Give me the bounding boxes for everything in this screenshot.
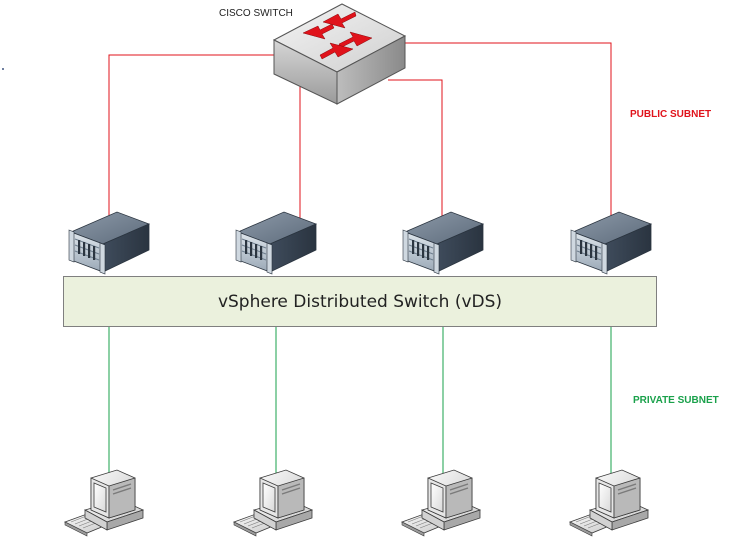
- workstation-icon-4: [569, 469, 649, 537]
- stray-dot: [2, 68, 4, 70]
- public-link-4: [405, 42, 612, 240]
- public-link-3: [388, 79, 443, 240]
- server-icon-4: [570, 211, 652, 275]
- public-subnet-links: [108, 42, 612, 240]
- server-icon-2: [235, 211, 317, 275]
- vds-box: vSphere Distributed Switch (vDS): [63, 276, 657, 327]
- switch-label: CISCO SWITCH: [219, 8, 293, 19]
- workstation-icon-1: [64, 469, 144, 537]
- private-subnet-links: [108, 327, 612, 482]
- vds-label: vSphere Distributed Switch (vDS): [217, 291, 503, 312]
- switch-icon: [272, 3, 407, 105]
- server-icon-3: [402, 211, 484, 275]
- server-icon-1: [68, 211, 150, 275]
- private-subnet-label: PRIVATE SUBNET: [633, 395, 719, 406]
- workstation-icon-3: [401, 469, 481, 537]
- workstation-icon-2: [233, 469, 313, 537]
- public-subnet-label: PUBLIC SUBNET: [630, 109, 712, 120]
- public-link-1: [108, 54, 275, 240]
